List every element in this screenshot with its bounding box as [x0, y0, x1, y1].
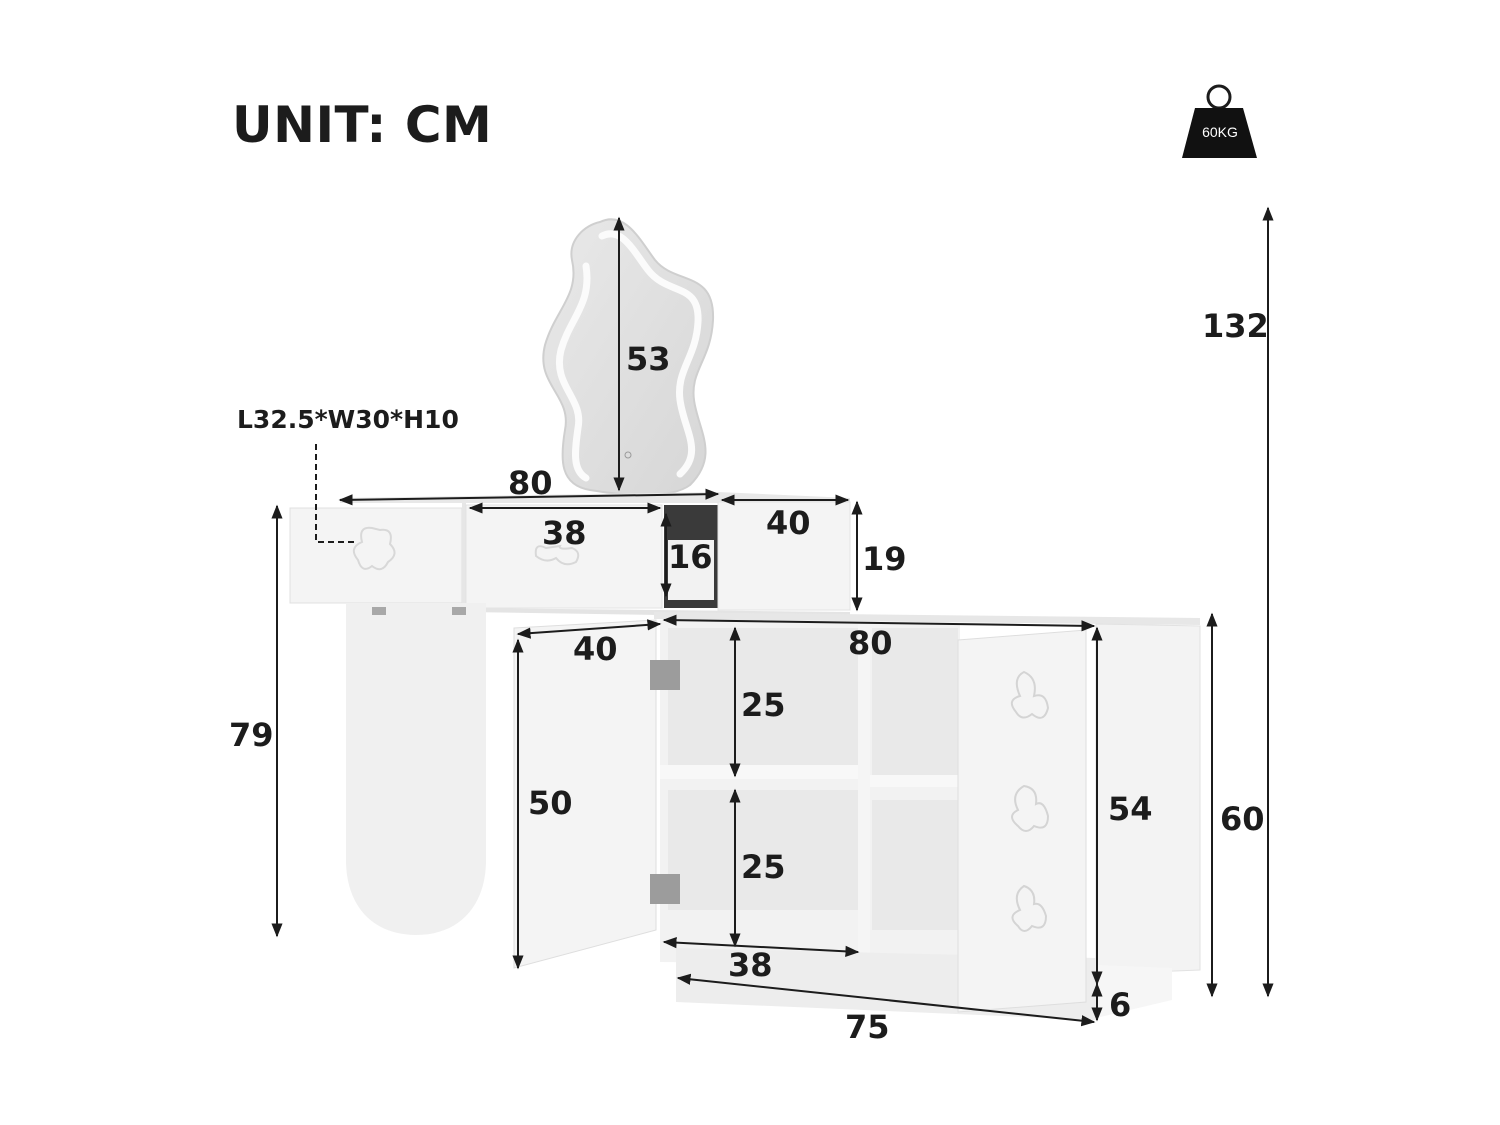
door-width-label: 40	[573, 630, 618, 668]
drawer-box-size-label: L32.5*W30*H10	[237, 405, 459, 434]
weight-icon	[1182, 84, 1257, 158]
mirror-height-label: 53	[626, 340, 671, 378]
dimension-lines	[271, 206, 1274, 1027]
top-width-label: 80	[508, 464, 553, 502]
shelf-width-label: 38	[728, 946, 773, 984]
open-drawer-height-label: 16	[668, 538, 713, 576]
weight-capacity-label: 60KG	[1202, 124, 1238, 140]
oval-leg	[346, 603, 486, 935]
upper-shelf-height-label: 25	[741, 686, 786, 724]
cabinet-body-height-label: 54	[1108, 790, 1153, 828]
table-height-label: 79	[229, 716, 274, 754]
top-unit-height-label: 19	[862, 540, 907, 578]
unit-title: UNIT: CM	[232, 96, 493, 154]
cabinet-depth-label: 75	[845, 1008, 890, 1046]
base-height-label: 6	[1109, 986, 1132, 1024]
total-height-label: 132	[1202, 307, 1269, 345]
side-box-width-label: 40	[766, 504, 811, 542]
cabinet-width-label: 80	[848, 624, 893, 662]
lower-shelf-height-label: 25	[741, 848, 786, 886]
door-height-label: 50	[528, 784, 573, 822]
drawer-width-label: 38	[542, 514, 587, 552]
cabinet-height-label: 60	[1220, 800, 1265, 838]
